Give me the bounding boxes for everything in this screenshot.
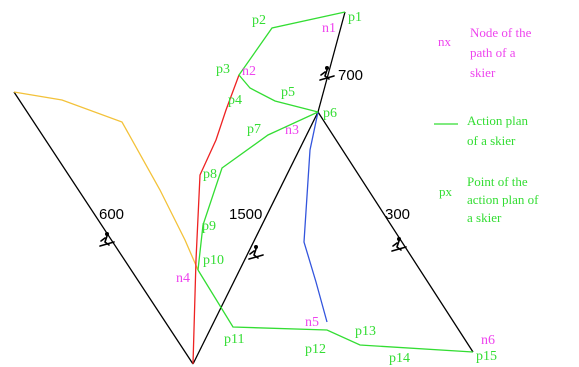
elevation-labels: 700 600 1500 300 xyxy=(99,67,410,223)
plan-point-label: p8 xyxy=(203,167,217,182)
plan-point-label: p11 xyxy=(224,332,244,347)
plan-point-label: p1 xyxy=(348,10,362,25)
legend-point-symbol: px xyxy=(439,184,453,199)
node-label: n5 xyxy=(305,315,319,330)
plan-point-label: p6 xyxy=(323,106,337,121)
legend-node-line: Node of the xyxy=(470,25,532,40)
action-plan-middle xyxy=(197,111,319,271)
legend: nx Node of the path of a skier Action pl… xyxy=(434,25,539,225)
elevation-300: 300 xyxy=(385,206,410,223)
skier-icon xyxy=(391,237,407,252)
node-labels: n1 n2 n3 n4 n5 n6 xyxy=(176,21,495,348)
legend-point-line: action plan of xyxy=(467,192,539,207)
slope-line-700 xyxy=(317,11,346,113)
plan-point-label: p9 xyxy=(202,219,216,234)
plan-point-label: p13 xyxy=(355,324,376,339)
node-label: n4 xyxy=(176,271,190,286)
slope-line-300 xyxy=(317,111,474,353)
legend-node-line: skier xyxy=(470,65,496,80)
skier-path-orange xyxy=(13,91,199,271)
legend-node-line: path of a xyxy=(470,45,516,60)
skier-icons xyxy=(99,66,407,260)
node-label: n1 xyxy=(322,21,336,36)
legend-plan-line: Action plan xyxy=(467,113,529,128)
elevation-1500: 1500 xyxy=(229,206,262,223)
action-plan-lines xyxy=(197,11,474,353)
action-plan-top xyxy=(238,11,346,113)
legend-plan-line: of a skier xyxy=(467,133,516,148)
skier-icon xyxy=(319,66,335,81)
node-label: n2 xyxy=(242,64,256,79)
legend-point: px Point of the action plan of a skier xyxy=(439,174,539,225)
legend-point-line: a skier xyxy=(467,210,502,225)
elevation-600: 600 xyxy=(99,206,124,223)
legend-plan: Action plan of a skier xyxy=(434,113,529,148)
plan-point-label: p14 xyxy=(389,351,410,366)
legend-node-symbol: nx xyxy=(438,34,452,49)
plan-point-label: p10 xyxy=(203,253,224,268)
node-label: n3 xyxy=(285,123,299,138)
action-plan-bottom xyxy=(197,269,474,353)
plan-point-label: p2 xyxy=(252,13,266,28)
plan-point-label: p12 xyxy=(305,342,326,357)
plan-point-label: p3 xyxy=(216,62,230,77)
plan-point-label: p7 xyxy=(247,122,261,137)
plan-point-labels: p1 p2 p3 p4 p5 p6 p7 p8 p9 p10 p11 p12 p… xyxy=(202,10,497,366)
plan-point-label: p5 xyxy=(281,85,295,100)
plan-point-label: p4 xyxy=(228,93,242,108)
plan-point-label: p15 xyxy=(476,349,497,364)
slope-lines xyxy=(13,11,474,365)
slope-line-1500 xyxy=(192,111,319,365)
skier-path-blue xyxy=(303,111,328,323)
slope-line-left-600 xyxy=(13,91,194,365)
skier-icon xyxy=(248,245,264,260)
node-label: n6 xyxy=(481,333,495,348)
legend-node: nx Node of the path of a skier xyxy=(438,25,532,80)
skier-path-red xyxy=(192,74,240,365)
legend-point-line: Point of the xyxy=(467,174,528,189)
elevation-700: 700 xyxy=(338,67,363,84)
skier-icon xyxy=(99,232,115,247)
